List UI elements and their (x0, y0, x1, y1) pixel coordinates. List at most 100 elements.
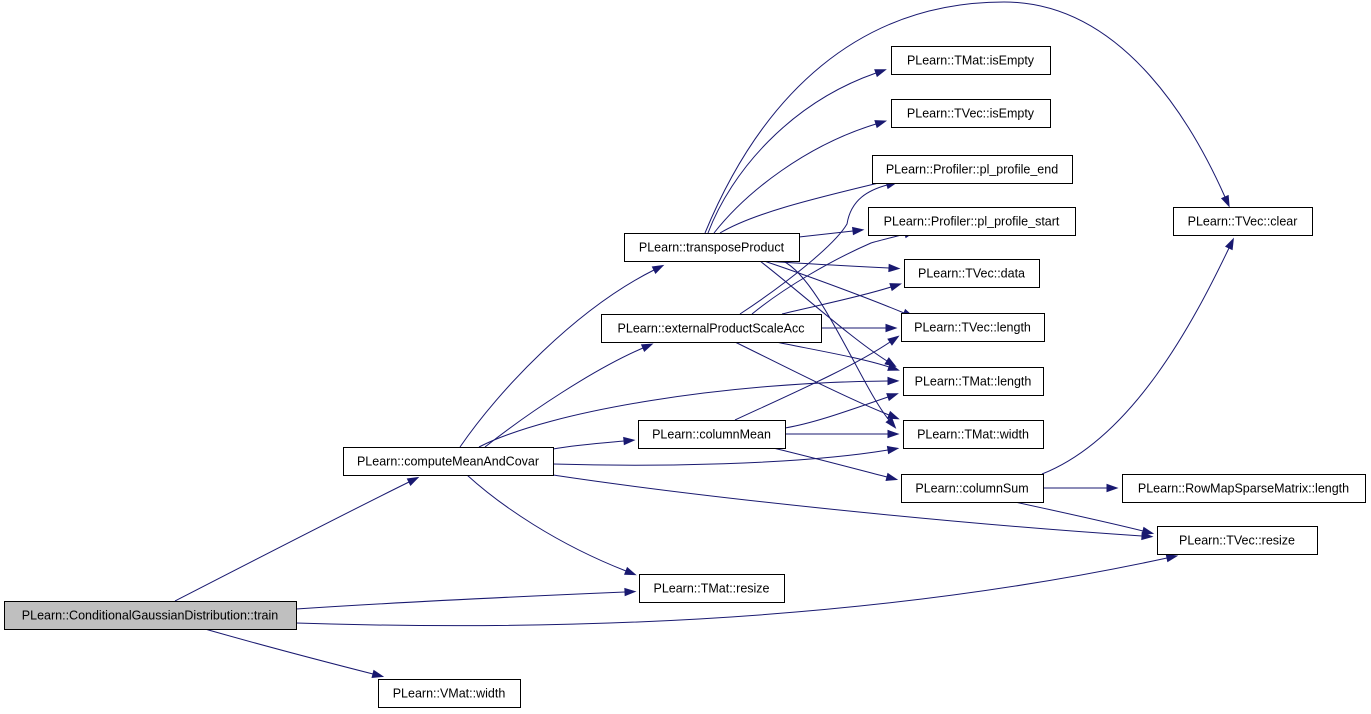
node-box (868, 207, 1076, 236)
edge-colmean-to-tvec_length-arrowhead (887, 335, 900, 346)
node-tmat-length[interactable]: PLearn::TMat::length (903, 367, 1044, 396)
node-box (1157, 526, 1318, 555)
edge-train-to-tvec_resize (295, 557, 1168, 627)
node-box (4, 601, 297, 630)
node-box (624, 233, 800, 262)
node-tmat-resize[interactable]: PLearn::TMat::resize (639, 574, 785, 603)
node-label: PLearn::VMat::width (393, 687, 506, 701)
node-box (872, 155, 1073, 184)
edge-transprod-to-tmat_isempty (707, 72, 877, 234)
edge-cmac-to-transprod-arrowhead (651, 264, 665, 274)
edge-colmean-to-tvec_length (734, 341, 891, 421)
edge-cmac-to-tmat_length (478, 380, 889, 448)
function-nodes: PLearn::ConditionalGaussianDistribution:… (4, 46, 1366, 708)
node-prof-end[interactable]: PLearn::Profiler::pl_profile_end (872, 155, 1073, 184)
edge-colmean-to-colsum (772, 447, 888, 478)
edge-transprod-to-prof_start (798, 230, 854, 238)
node-label: PLearn::TMat::length (915, 375, 1032, 389)
edge-colmean-to-tmat_length-arrowhead (886, 393, 899, 402)
edge-colmean-to-colsum-arrowhead (885, 472, 899, 481)
node-label: PLearn::TMat::isEmpty (907, 54, 1035, 68)
node-vmat-width[interactable]: PLearn::VMat::width (378, 679, 521, 708)
edge-train-to-vmat_width-arrowhead (371, 669, 385, 678)
edge-transprod-to-prof_end (719, 180, 888, 234)
edge-cmac-to-extprod (484, 347, 644, 448)
edge-transprod-to-tmat_length (759, 260, 888, 362)
edge-transprod-to-tmat_width-arrowhead (885, 416, 897, 429)
edge-train-to-tmat_resize (295, 591, 626, 610)
node-box (901, 474, 1044, 503)
node-label: PLearn::Profiler::pl_profile_end (886, 163, 1058, 177)
edge-extprod-to-tvec_length-arrowhead (885, 323, 898, 333)
edge-transprod-to-tmat_isempty-arrowhead (874, 69, 887, 78)
edge-extprod-to-prof_start (751, 233, 906, 315)
node-tvec-isempty[interactable]: PLearn::TVec::isEmpty (891, 99, 1051, 128)
node-box (343, 447, 554, 476)
node-tvec-data[interactable]: PLearn::TVec::data (904, 259, 1040, 288)
edge-cmac-to-tmat_length-arrowhead (887, 376, 900, 386)
edge-train-to-cmac-arrowhead (406, 476, 420, 486)
node-extprod[interactable]: PLearn::externalProductScaleAcc (601, 314, 822, 343)
edge-colsum-to-tvec_resize (1014, 501, 1144, 532)
edge-train-to-tvec_resize-arrowhead (1165, 553, 1179, 563)
node-box (638, 420, 786, 449)
node-cmac[interactable]: PLearn::computeMeanAndCovar (343, 447, 554, 476)
node-label: PLearn::TMat::width (917, 428, 1029, 442)
edge-extprod-to-tmat_length (775, 341, 890, 368)
edge-cmac-to-tmat_resize-arrowhead (624, 566, 637, 576)
edge-transprod-to-tvec_data-arrowhead (888, 263, 901, 273)
node-box (901, 313, 1045, 342)
edge-cmac-to-colmean-arrowhead (623, 436, 636, 446)
node-tmat-width[interactable]: PLearn::TMat::width (903, 420, 1044, 449)
node-train[interactable]: PLearn::ConditionalGaussianDistribution:… (4, 601, 297, 630)
node-box (1173, 207, 1313, 236)
node-tmat-isempty[interactable]: PLearn::TMat::isEmpty (891, 46, 1051, 75)
node-label: PLearn::TVec::resize (1179, 534, 1295, 548)
edge-cmac-to-tvec_resize (552, 474, 1143, 537)
edge-transprod-to-tvec_isempty (713, 123, 877, 234)
node-tvec-length[interactable]: PLearn::TVec::length (901, 313, 1045, 342)
edge-cmac-to-tmat_width (552, 449, 889, 466)
node-box (891, 99, 1051, 128)
edge-cmac-to-colmean (552, 440, 625, 450)
node-transprod[interactable]: PLearn::transposeProduct (624, 233, 800, 262)
edge-colsum-to-rmsm_length-arrowhead (1106, 483, 1119, 493)
edge-colmean-to-tmat_width-arrowhead (887, 429, 900, 439)
node-label: PLearn::RowMapSparseMatrix::length (1138, 482, 1349, 496)
edge-transprod-to-prof_start-arrowhead (852, 226, 865, 236)
node-colsum[interactable]: PLearn::columnSum (901, 474, 1044, 503)
node-box (378, 679, 521, 708)
edge-colsum-to-tvec_clear (1041, 247, 1230, 475)
edge-extprod-to-tvec_data (781, 286, 892, 315)
node-box (891, 46, 1051, 75)
edge-transprod-to-tvec_length (763, 260, 905, 314)
node-rmsm-length[interactable]: PLearn::RowMapSparseMatrix::length (1122, 474, 1366, 503)
edge-extprod-to-prof_end (739, 184, 888, 315)
node-label: PLearn::TVec::length (914, 321, 1031, 335)
edge-train-to-vmat_width (204, 628, 374, 675)
node-tvec-clear[interactable]: PLearn::TVec::clear (1173, 207, 1313, 236)
edge-train-to-tmat_resize-arrowhead (624, 587, 637, 597)
edge-extprod-to-tmat_length-arrowhead (887, 362, 900, 371)
edge-cmac-to-tmat_width-arrowhead (886, 445, 900, 455)
edge-colsum-to-tvec_clear-arrowhead (1224, 237, 1234, 251)
edge-transprod-to-tvec_isempty-arrowhead (874, 120, 888, 129)
edge-extprod-to-tvec_data-arrowhead (889, 283, 902, 292)
edge-cmac-to-tmat_resize (466, 474, 627, 572)
node-label: PLearn::TVec::isEmpty (907, 107, 1035, 121)
node-label: PLearn::columnMean (652, 428, 771, 442)
node-label: PLearn::ConditionalGaussianDistribution:… (22, 609, 278, 623)
node-box (1122, 474, 1366, 503)
edge-transprod-to-tvec_clear (704, 1, 1226, 234)
node-box (639, 574, 785, 603)
node-label: PLearn::Profiler::pl_profile_start (884, 215, 1060, 229)
edge-transprod-to-tvec_clear-arrowhead (1220, 194, 1230, 208)
node-colmean[interactable]: PLearn::columnMean (638, 420, 786, 449)
node-label: PLearn::TVec::clear (1188, 215, 1298, 229)
node-prof-start[interactable]: PLearn::Profiler::pl_profile_start (868, 207, 1076, 236)
node-label: PLearn::computeMeanAndCovar (357, 455, 539, 469)
edge-extprod-to-tmat_width-arrowhead (886, 410, 900, 420)
node-tvec-resize[interactable]: PLearn::TVec::resize (1157, 526, 1318, 555)
node-label: PLearn::TVec::data (918, 267, 1025, 281)
